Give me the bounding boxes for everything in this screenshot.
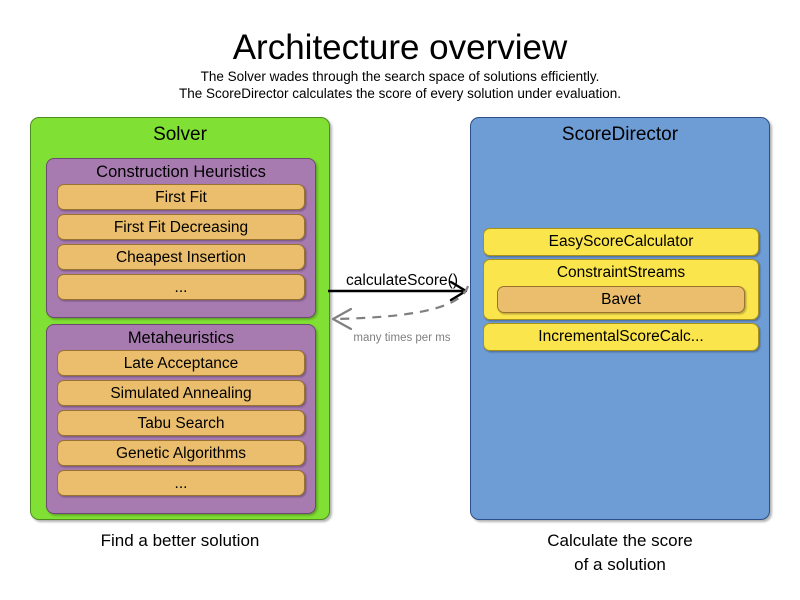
chip-genetic-algorithms[interactable]: Genetic Algorithms <box>57 440 305 466</box>
chip-first-fit-decreasing[interactable]: First Fit Decreasing <box>57 214 305 240</box>
scoredirector-panel: ScoreDirector EasyScoreCalculator Constr… <box>470 117 770 520</box>
group-metaheuristics-title: Metaheuristics <box>127 329 235 347</box>
chip-construction-more[interactable]: ... <box>57 274 305 300</box>
chip-cheapest-insertion[interactable]: Cheapest Insertion <box>57 244 305 270</box>
chip-first-fit[interactable]: First Fit <box>57 184 305 210</box>
scoredirector-panel-title: ScoreDirector <box>561 124 679 145</box>
diagram-header: Architecture overview The Solver wades t… <box>0 0 800 102</box>
chip-easyscorecalculator[interactable]: EasyScoreCalculator <box>483 228 759 256</box>
solver-panel-title: Solver <box>153 124 207 145</box>
subtitle-line-1: The Solver wades through the search spac… <box>200 69 600 84</box>
chip-metaheuristics-more[interactable]: ... <box>57 470 305 496</box>
scoredirector-item-list: EasyScoreCalculator ConstraintStreams Ba… <box>483 228 759 354</box>
page-title: Architecture overview <box>232 28 568 67</box>
chip-late-acceptance[interactable]: Late Acceptance <box>57 350 305 376</box>
solid-arrow-right-icon <box>328 280 468 302</box>
chip-tabu-search[interactable]: Tabu Search <box>57 410 305 436</box>
group-construction-heuristics-title: Construction Heuristics <box>96 163 266 181</box>
group-construction-heuristics: Construction Heuristics First Fit First … <box>46 158 316 318</box>
subtitle-line-2: The ScoreDirector calculates the score o… <box>179 86 621 101</box>
chip-simulated-annealing[interactable]: Simulated Annealing <box>57 380 305 406</box>
caption-scoredirector-line-2: of a solution <box>574 555 666 574</box>
chip-constraintstreams[interactable]: ConstraintStreams Bavet <box>483 259 759 320</box>
chip-incrementalscorecalculator[interactable]: IncrementalScoreCalc... <box>483 323 759 351</box>
chip-bavet[interactable]: Bavet <box>497 286 745 313</box>
caption-solver: Find a better solution <box>100 531 260 550</box>
caption-scoredirector: Calculate the score of a solution <box>470 529 770 577</box>
group-metaheuristics: Metaheuristics Late Acceptance Simulated… <box>46 324 316 514</box>
caption-scoredirector-line-1: Calculate the score <box>547 531 693 550</box>
dashed-arrow-left-icon <box>331 285 470 331</box>
arrow-forward-label: calculateScore() <box>346 272 458 289</box>
arrow-return-label: many times per ms <box>353 332 451 344</box>
arrow-group <box>328 280 470 331</box>
solver-panel: Solver Construction Heuristics First Fit… <box>30 117 330 520</box>
chip-constraintstreams-label: ConstraintStreams <box>556 264 686 281</box>
